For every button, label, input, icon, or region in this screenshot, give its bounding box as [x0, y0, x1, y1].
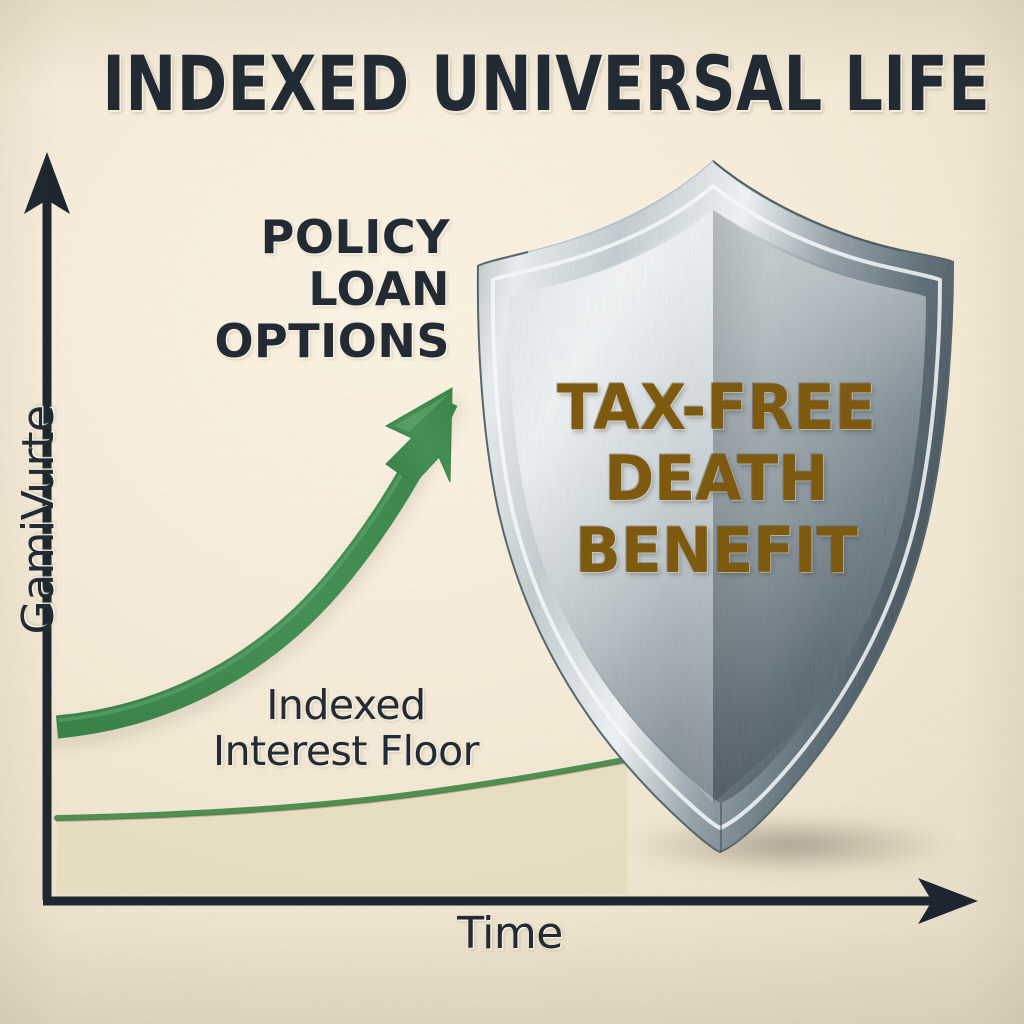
shield-bevel-highlight: [490, 183, 943, 831]
shield-text-line-3: BENEFIT: [575, 513, 858, 587]
cash-value-growth-arrow: [46, 387, 462, 749]
indexed-interest-floor-line-2: Interest Floor: [212, 726, 480, 775]
shield-top-crease: [712, 160, 903, 252]
shield-text-line-1: TAX-FREE: [557, 371, 876, 444]
indexed-floor-line-shade: [56, 761, 631, 822]
y-axis-label: GamiVurte: [13, 405, 64, 635]
policy-loan-options-line-2: LOAN: [308, 261, 450, 316]
indexed-floor-fill: [57, 760, 627, 894]
page-title: INDEXED UNIVERSAL LIFE: [102, 39, 991, 128]
x-axis-arrowhead: [918, 878, 978, 924]
indexed-interest-floor-label: Indexed Interest Floor: [190, 681, 502, 775]
chart-axes: [24, 152, 978, 924]
shield-benefit-text: TAX-FREE DEATH BENEFIT: [485, 372, 948, 586]
shield-drop-shadow: [625, 815, 955, 875]
shield-graphic: [476, 159, 955, 875]
shield-center-ridge: [509, 210, 926, 803]
policy-loan-options-line-1: POLICY: [260, 210, 450, 264]
indexed-floor-line: [54, 756, 633, 821]
indexed-interest-floor-line-1: Indexed: [266, 681, 426, 729]
x-axis-label: Time: [457, 908, 563, 959]
policy-loan-options-line-3: OPTIONS: [214, 313, 450, 368]
shield-text-line-2: DEATH: [604, 442, 829, 516]
growth-arrow-head: [384, 387, 453, 485]
policy-loan-options-label: POLICY LOAN OPTIONS: [150, 210, 450, 368]
growth-arrow-head-highlight: [394, 394, 449, 432]
y-axis-arrowhead: [24, 152, 70, 214]
